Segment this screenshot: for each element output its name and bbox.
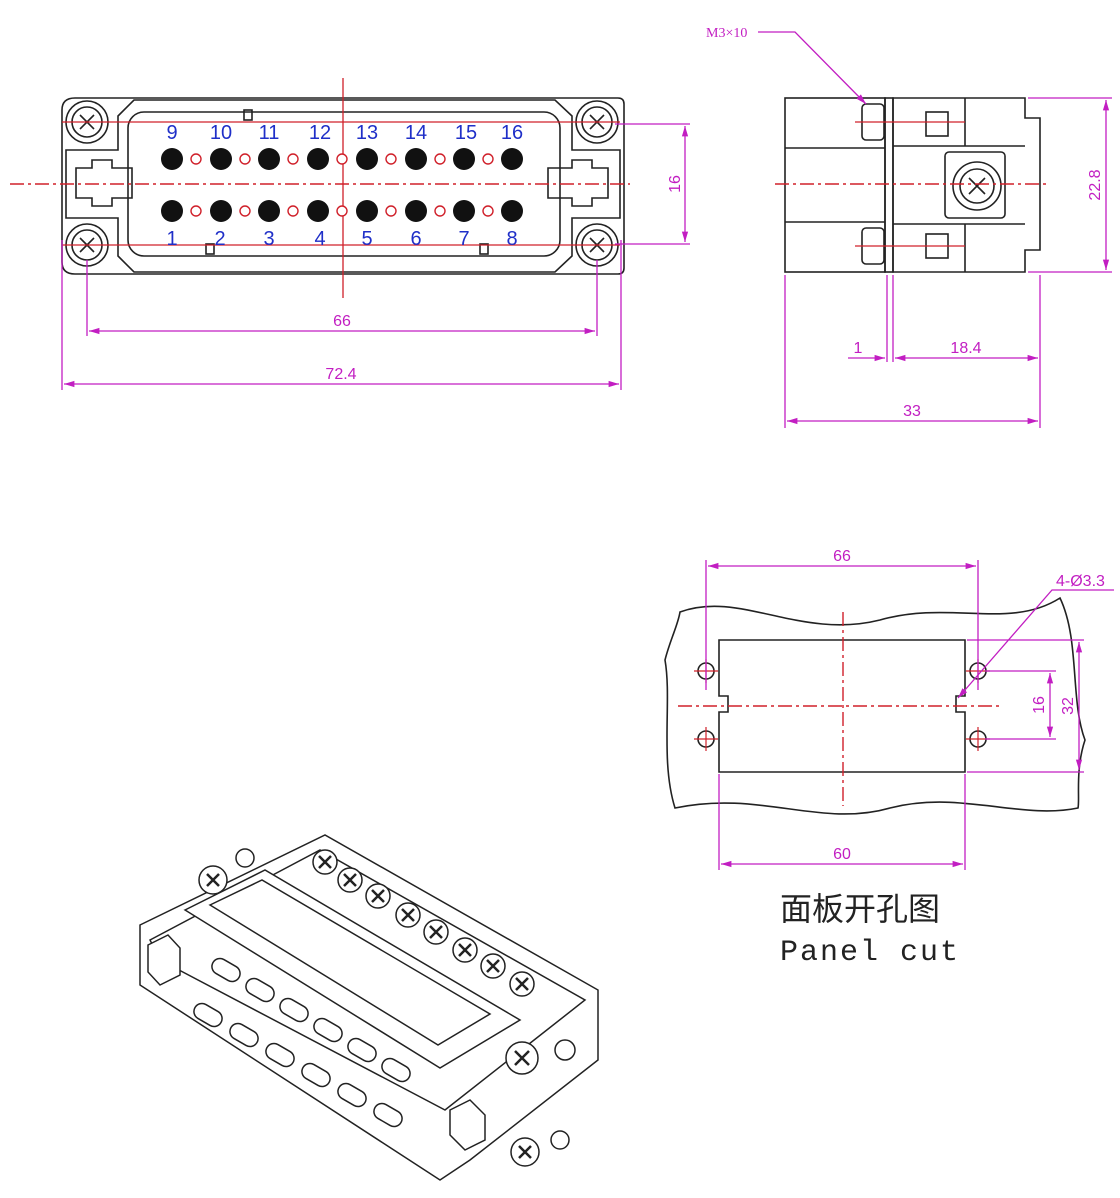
pin-row-bottom <box>161 200 523 222</box>
pin-labels-top: 9 10 11 12 13 14 15 16 <box>166 122 523 144</box>
pin-label: 14 <box>405 122 427 144</box>
dim-panel-66: 66 <box>833 548 851 565</box>
contact-pin <box>258 148 280 170</box>
contact-pin <box>356 200 378 222</box>
contact-pin <box>405 148 427 170</box>
dim-side-18-4: 18.4 <box>950 340 981 357</box>
contact-pin <box>210 148 232 170</box>
dim-width-72-4: 72.4 <box>325 366 356 383</box>
dim-panel-holes: 4-Ø3.3 <box>1056 573 1105 590</box>
pin-label: 16 <box>501 122 523 144</box>
panel-cut-view: 66 4-Ø3.3 16 32 60 面板开孔图 Panel cut <box>664 548 1114 970</box>
contact-pin <box>307 148 329 170</box>
front-notch <box>243 109 253 121</box>
side-contact-top <box>925 111 949 137</box>
pin-label: 12 <box>309 122 331 144</box>
pin-label: 2 <box>214 228 225 250</box>
dim-panel-32: 32 <box>1060 697 1077 715</box>
coding-holes <box>190 153 494 217</box>
contact-pin <box>210 200 232 222</box>
contact-pin <box>405 200 427 222</box>
pin-label: 7 <box>458 228 469 250</box>
contact-pin <box>501 200 523 222</box>
pin-label: 9 <box>166 122 177 144</box>
front-notch <box>205 243 215 255</box>
panel-outline <box>664 596 1086 815</box>
contact-pin <box>161 200 183 222</box>
pin-labels-bottom: 1 2 3 4 5 6 7 8 <box>166 228 517 250</box>
dim-side-33: 33 <box>903 403 921 420</box>
side-screw-icon <box>952 161 1002 211</box>
pin-label: 5 <box>361 228 372 250</box>
contact-pin <box>258 200 280 222</box>
front-flange-outline <box>61 97 625 275</box>
dim-panel-60: 60 <box>833 846 851 863</box>
contact-pin <box>356 148 378 170</box>
side-clamp <box>944 151 1006 219</box>
contact-pin <box>453 148 475 170</box>
dim-hole-spacing-66: 66 <box>333 313 351 330</box>
pin-label: 4 <box>314 228 325 250</box>
dim-height-16: 16 <box>667 175 684 193</box>
dim-side-height: 22.8 <box>1087 169 1104 200</box>
pin-label: 6 <box>410 228 421 250</box>
pin-label: 8 <box>506 228 517 250</box>
pin-label: 10 <box>210 122 232 144</box>
front-latch-right <box>547 159 609 207</box>
front-view: 9 10 11 12 13 14 15 16 1 2 3 4 5 6 7 8 1… <box>10 78 690 390</box>
pin-label: 11 <box>259 122 280 144</box>
pin-label: 3 <box>263 228 274 250</box>
front-notch <box>479 243 489 255</box>
side-insert <box>892 97 1041 273</box>
panel-cut-caption-cn: 面板开孔图 <box>780 890 940 928</box>
contact-pin <box>161 148 183 170</box>
pin-row-top <box>161 148 523 170</box>
contact-pin <box>453 200 475 222</box>
pin-label: 1 <box>166 228 177 250</box>
dim-side-1: 1 <box>854 340 863 357</box>
contact-pin <box>501 148 523 170</box>
dim-panel-16: 16 <box>1031 696 1048 714</box>
screw-spec-label: M3×10 <box>706 26 747 41</box>
panel-cut-caption-en: Panel cut <box>780 936 960 970</box>
isometric-view <box>139 834 599 1181</box>
front-dimensions: 16 66 72.4 <box>61 123 690 390</box>
front-body-outline <box>65 99 621 273</box>
side-view: M3×10 22.8 1 18.4 33 <box>706 26 1112 428</box>
pin-label: 13 <box>356 122 378 144</box>
front-latch-left <box>75 159 133 207</box>
pin-label: 15 <box>455 122 477 144</box>
contact-pin <box>307 200 329 222</box>
